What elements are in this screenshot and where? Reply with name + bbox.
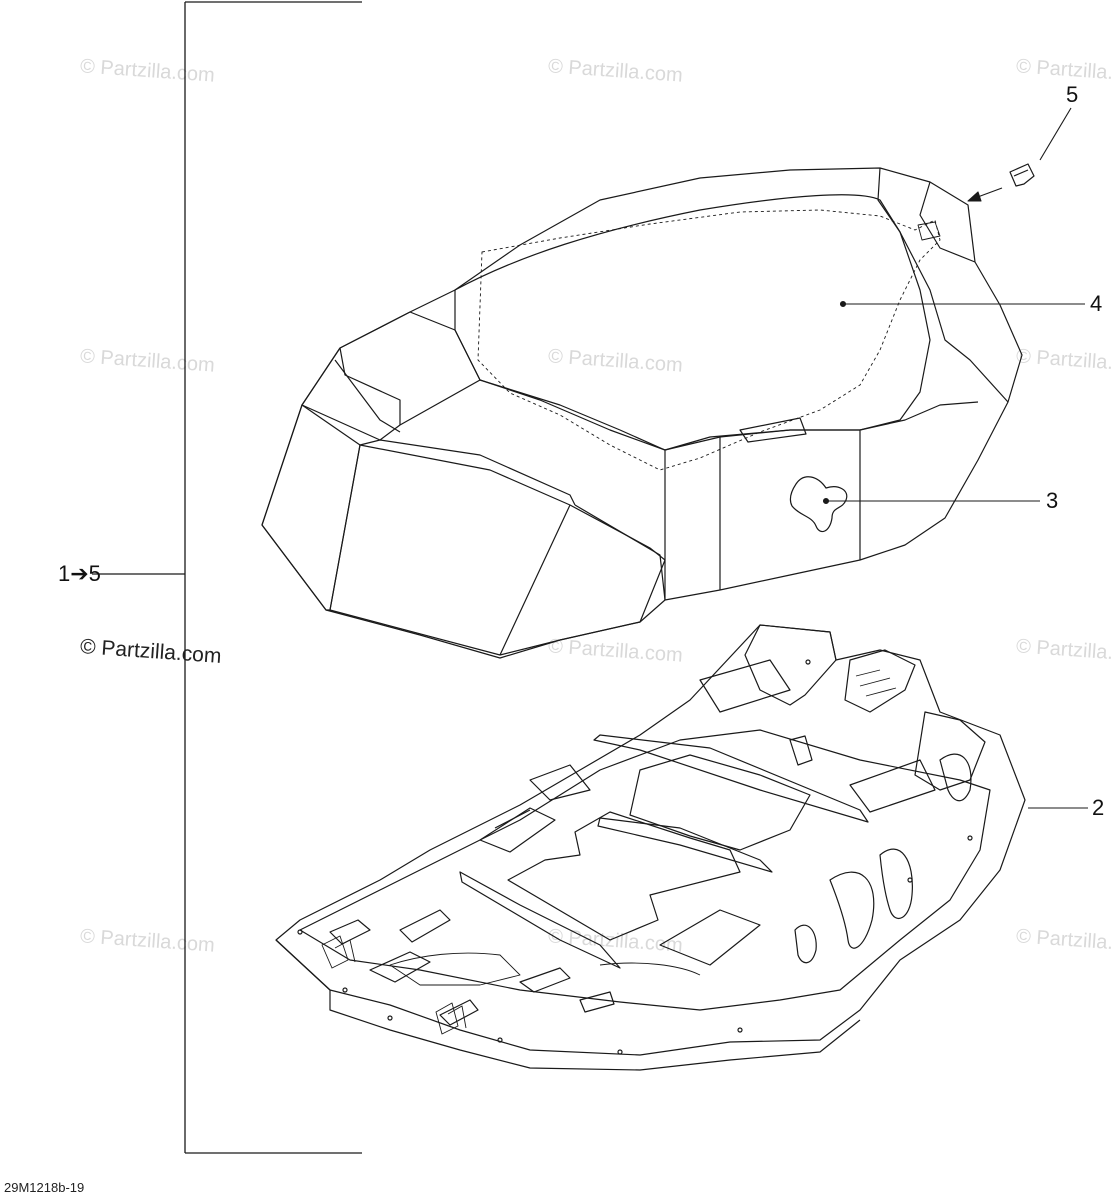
drawing-code: 29M1218b-19 — [4, 1180, 85, 1195]
callout-part-2: 2 — [1092, 795, 1105, 820]
callout-part-5: 5 — [1066, 82, 1079, 107]
seat-cushion — [261, 167, 1023, 659]
leader-lines — [822, 107, 1088, 809]
callout-assembly: 1➔5 — [58, 561, 101, 586]
callout-part-4: 4 — [1090, 291, 1103, 316]
callout-part-3: 3 — [1046, 488, 1059, 513]
assembly-bracket — [92, 1, 362, 1154]
seat-emblem — [789, 476, 848, 533]
seat-base — [275, 624, 1026, 1071]
clip-part — [1009, 163, 1035, 187]
